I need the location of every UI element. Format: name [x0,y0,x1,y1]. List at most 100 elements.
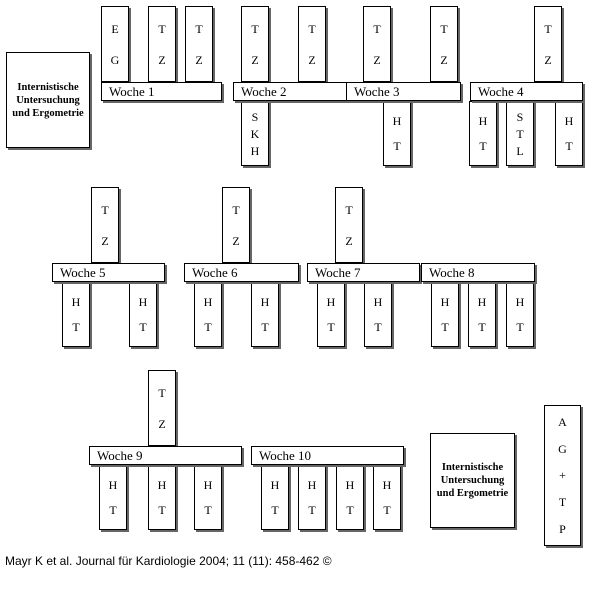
activity-letter: S [516,109,524,124]
activity-letter: H [515,294,525,309]
activity-letter: Z [158,416,166,431]
activity-letter: H [440,294,450,309]
activity-letter: H [138,294,148,309]
activity-letter: Z [158,52,166,67]
activity-letter: H [71,294,81,309]
activity-letter: T [346,503,354,518]
activity-letter: H [326,294,336,309]
activity-letter: H [203,477,213,492]
activity-letter: Z [251,52,259,67]
final-box-letter: P [559,521,566,536]
week-5-bar: Woche 5 [52,263,165,282]
activity-letter: H [250,143,260,158]
activity-letter: Z [544,52,552,67]
activity-letter: L [516,143,524,158]
activity-letter: H [382,477,392,492]
activity-letter: H [345,477,355,492]
activity-letter: H [307,477,317,492]
activity-letter: Z [195,52,203,67]
activity-letter: T [544,21,552,36]
activity-letter: T [308,21,316,36]
activity-letter: T [345,202,353,217]
activity-letter: T [393,139,401,154]
activity-letter: H [478,113,488,128]
activity-letter: T [516,126,524,141]
activity-letter: T [440,21,448,36]
activity-letter: Z [232,233,240,248]
activity-letter: T [271,503,279,518]
activity-letter: T [109,503,117,518]
final-box-letter: A [558,415,567,430]
activity-letter: T [158,385,166,400]
activity-letter: H [392,113,402,128]
activity-letter: T [261,320,269,335]
week-3-bar: Woche 3 [346,82,461,101]
activity-letter: H [260,294,270,309]
citation-caption: Mayr K et al. Journal für Kardiologie 20… [5,554,332,568]
week-4-bar: Woche 4 [470,82,583,101]
activity-letter: T [374,320,382,335]
activity-letter: T [479,139,487,154]
end-exam-box: Internistische Untersuchung und Ergometr… [430,433,515,528]
activity-letter: T [204,503,212,518]
activity-letter: T [383,503,391,518]
end-exam-box-text: Internistische Untersuchung und Ergometr… [436,462,509,499]
week-6-bar: Woche 6 [184,263,299,282]
activity-letter: Z [101,233,109,248]
activity-letter: T [158,503,166,518]
activity-letter: H [477,294,487,309]
activity-letter: T [327,320,335,335]
activity-letter: T [373,21,381,36]
final-box-letter: T [558,495,567,510]
activity-letter: Z [440,52,448,67]
activity-letter: T [565,139,573,154]
activity-letter: G [110,52,120,67]
activity-letter: T [308,503,316,518]
week-9-bar: Woche 9 [89,446,242,465]
activity-letter: K [250,126,260,141]
activity-letter: H [157,477,167,492]
activity-letter: T [441,320,449,335]
activity-letter: T [139,320,147,335]
activity-letter: H [270,477,280,492]
activity-letter: T [204,320,212,335]
activity-letter: H [108,477,118,492]
activity-letter: Z [373,52,381,67]
activity-letter: Z [308,52,316,67]
activity-letter: H [373,294,383,309]
activity-letter: T [251,21,259,36]
start-exam-box: Internistische Untersuchung und Ergometr… [6,52,90,148]
activity-letter: T [516,320,524,335]
activity-letter: Z [345,233,353,248]
activity-letter: E [111,21,119,36]
week-1-bar: Woche 1 [101,82,222,101]
final-box-letter: G [558,441,567,456]
